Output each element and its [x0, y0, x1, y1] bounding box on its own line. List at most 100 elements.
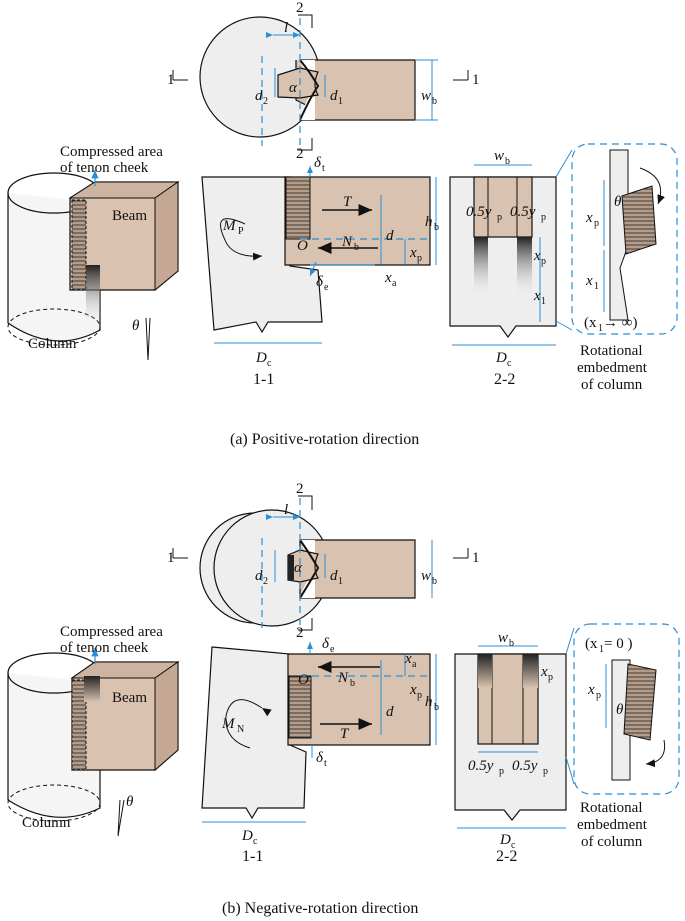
- svg-text:α: α: [294, 560, 303, 576]
- svg-text:b: b: [432, 576, 437, 587]
- svg-text:x: x: [533, 288, 541, 304]
- svg-text:h: h: [425, 694, 433, 710]
- svg-text:δ: δ: [314, 155, 322, 171]
- detail-note-1: Rotational: [580, 343, 643, 359]
- svg-text:p: p: [594, 218, 599, 229]
- tenon-plan: [277, 67, 319, 99]
- svg-text:Rotational: Rotational: [580, 800, 643, 816]
- svg-text:l: l: [284, 502, 288, 518]
- svg-text:2: 2: [296, 481, 304, 497]
- detail-b: (x 1 = 0 ) x p θ Rotational embedment of…: [565, 623, 680, 850]
- svg-text:x: x: [404, 651, 412, 667]
- detail-a: θ x p x 1 (x 1 → ∞) Rotational embedment…: [555, 143, 678, 393]
- svg-text:of tenon cheek: of tenon cheek: [60, 640, 149, 656]
- svg-text:N: N: [237, 724, 244, 735]
- alpha-label: α: [289, 80, 298, 96]
- svg-text:w: w: [498, 630, 508, 646]
- svg-text:(x: (x: [585, 636, 598, 652]
- svg-text:M: M: [221, 716, 236, 732]
- svg-text:1: 1: [472, 550, 480, 566]
- compressed-zone-hatch: [285, 176, 311, 240]
- svg-text:p: p: [417, 690, 422, 701]
- svg-text:θ: θ: [126, 794, 134, 810]
- tenon-cheek-label: of tenon cheek: [60, 160, 149, 176]
- wb-label: w: [421, 88, 431, 104]
- theta-label: θ: [132, 318, 140, 334]
- svg-text:δ: δ: [316, 750, 324, 766]
- svg-text:p: p: [548, 672, 553, 683]
- svg-text:D: D: [241, 828, 253, 844]
- svg-text:θ: θ: [614, 194, 622, 210]
- svg-text:O: O: [298, 672, 309, 688]
- svg-text:e: e: [330, 644, 335, 655]
- svg-text:c: c: [267, 358, 272, 369]
- svg-text:d: d: [386, 228, 394, 244]
- iso-view-a: Compressed area of tenon cheek Beam Colu…: [7, 144, 180, 361]
- svg-text:1: 1: [541, 296, 546, 307]
- svg-text:0.5y: 0.5y: [468, 758, 494, 774]
- svg-text:c: c: [507, 358, 512, 369]
- svg-text:2: 2: [296, 625, 304, 641]
- svg-text:e: e: [324, 282, 329, 293]
- svg-text:t: t: [324, 758, 327, 769]
- svg-text:p: p: [541, 212, 546, 223]
- svg-text:of column: of column: [581, 834, 643, 850]
- sec1-left-label: 1: [167, 72, 175, 88]
- svg-text:2-2: 2-2: [496, 848, 517, 865]
- svg-text:w: w: [494, 148, 504, 164]
- svg-text:c: c: [253, 836, 258, 847]
- svg-text:b: b: [505, 156, 510, 167]
- svg-text:1: 1: [338, 576, 343, 587]
- svg-text:P: P: [238, 226, 244, 237]
- svg-text:1: 1: [599, 644, 604, 655]
- plan-view-a: 1 1 2 2 l α d 2 d 1 w b: [167, 0, 480, 162]
- svg-text:x: x: [587, 682, 595, 698]
- svg-text:x: x: [384, 270, 392, 286]
- d1-label: d: [330, 88, 338, 104]
- svg-text:p: p: [541, 256, 546, 267]
- svg-text:b: b: [509, 638, 514, 649]
- svg-text:a: a: [412, 659, 417, 670]
- svg-text:2: 2: [263, 576, 268, 587]
- svg-text:T: T: [340, 726, 350, 742]
- svg-text:b: b: [350, 678, 355, 689]
- svg-text:(x: (x: [584, 315, 597, 331]
- svg-text:= 0 ): = 0 ): [604, 636, 632, 652]
- svg-text:0.5y: 0.5y: [512, 758, 538, 774]
- svg-text:b: b: [434, 222, 439, 233]
- svg-text:O: O: [297, 238, 308, 254]
- svg-text:p: p: [497, 212, 502, 223]
- svg-text:a: a: [392, 278, 397, 289]
- svg-text:b: b: [354, 242, 359, 253]
- plan-view-b: 1 1 2 2 l α d 2 d 1 w b: [167, 481, 480, 641]
- svg-text:0.5y: 0.5y: [466, 204, 492, 220]
- svg-text:p: p: [596, 690, 601, 701]
- svg-text:δ: δ: [316, 274, 324, 290]
- sec2-top-label: 2: [296, 0, 304, 16]
- detail-note-2: embedment: [577, 360, 648, 376]
- iso-view-b: Compressed area of tenon cheek Beam Colu…: [7, 624, 180, 837]
- l-label: l: [284, 20, 288, 36]
- svg-text:b: b: [432, 96, 437, 107]
- moment-label: M: [222, 218, 237, 234]
- svg-text:d: d: [386, 704, 394, 720]
- svg-text:Column: Column: [22, 815, 71, 831]
- svg-text:p: p: [543, 766, 548, 777]
- svg-text:D: D: [499, 832, 511, 848]
- section22-label: 2-2: [494, 371, 515, 388]
- svg-text:1: 1: [594, 281, 599, 292]
- section22-a: w b 0.5y p 0.5y p x p x 1 D c 2-2: [449, 148, 557, 388]
- svg-text:Compressed area: Compressed area: [60, 624, 163, 640]
- section11-a: δ t M P T O N b d h b x p x a δ e D c 1-…: [201, 155, 439, 388]
- svg-text:0.5y: 0.5y: [510, 204, 536, 220]
- caption-b: (b) Negative-rotation direction: [222, 900, 418, 917]
- svg-text:Beam: Beam: [112, 690, 147, 706]
- svg-text:x: x: [409, 682, 417, 698]
- svg-text:embedment: embedment: [577, 817, 648, 833]
- compressed-area-label: Compressed area: [60, 144, 163, 160]
- svg-text:t: t: [322, 163, 325, 174]
- svg-text:w: w: [421, 568, 431, 584]
- panel-b: 1 1 2 2 l α d 2 d 1 w b Compressed area: [7, 481, 680, 917]
- svg-text:x: x: [409, 245, 417, 261]
- svg-text:x: x: [585, 210, 593, 226]
